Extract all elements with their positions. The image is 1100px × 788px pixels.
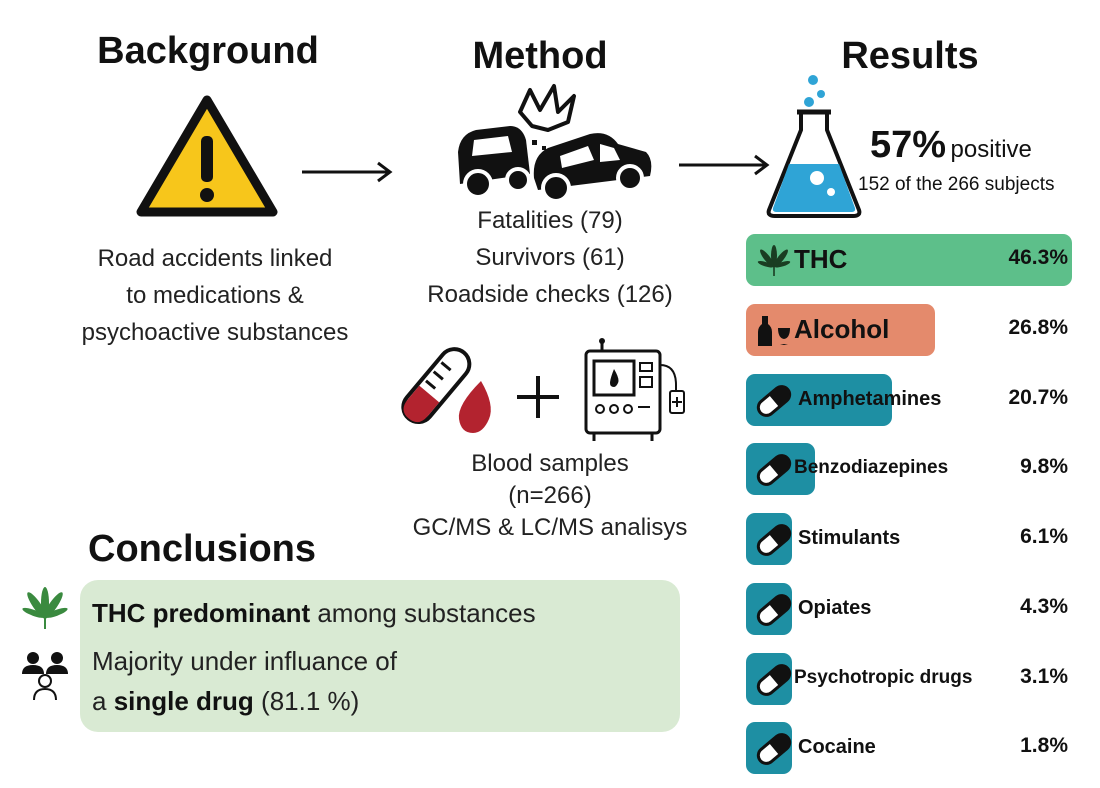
analyzer-machine-icon (584, 338, 685, 441)
substance-value: 9.8% (1020, 455, 1068, 478)
test-tube-icon (401, 347, 491, 433)
pill-icon (756, 594, 792, 626)
substance-label: Cocaine (798, 736, 876, 758)
people-group-icon (22, 652, 68, 701)
substance-value: 26.8% (1008, 316, 1068, 339)
wine-bottle-icon (758, 316, 790, 346)
conclusions-heading: Conclusions (88, 528, 317, 570)
substance-row: Cocaine 1.8% (746, 722, 1076, 774)
conclusion-line-2: Majority under influance of (92, 646, 397, 676)
positive-subtitle: 152 of the 266 subjects (858, 174, 1055, 195)
substance-value: 3.1% (1020, 665, 1068, 688)
cannabis-leaf-icon (22, 587, 68, 629)
pill-icon (756, 664, 792, 696)
cannabis-leaf-icon (757, 245, 791, 276)
plus-icon (517, 376, 559, 418)
method-samples: Blood samples (n=266) GC/MS & LC/MS anal… (412, 450, 688, 541)
background-text: Road accidents linked to medications & p… (81, 245, 349, 346)
method-heading: Method (472, 35, 608, 77)
pill-icon (756, 733, 792, 765)
pill-icon (756, 524, 792, 556)
positive-summary: 57% positive (870, 124, 1032, 167)
pill-icon (756, 454, 792, 486)
flask-icon (766, 75, 862, 218)
substance-label: Stimulants (798, 527, 901, 549)
substance-value: 1.8% (1020, 734, 1068, 757)
substance-label: Amphetamines (798, 388, 942, 410)
substance-row: Psychotropic drugs 3.1% (746, 653, 1076, 705)
substance-value: 20.7% (1008, 386, 1068, 409)
conclusion-line-3: a single drug (81.1 %) (92, 686, 360, 716)
substance-label: THC (794, 244, 848, 274)
substance-label: Alcohol (794, 314, 890, 344)
arrow-right-icon (679, 154, 770, 176)
substance-label: Benzodiazepines (794, 457, 949, 478)
substance-row: Amphetamines 20.7% (746, 374, 1076, 426)
substance-row: THC 46.3% (746, 234, 1076, 286)
warning-icon (136, 95, 278, 217)
conclusion-line-1: THC predominant among substances (92, 598, 536, 628)
background-heading: Background (97, 30, 319, 72)
car-crash-icon (458, 84, 652, 203)
substance-row: Opiates 4.3% (746, 583, 1076, 635)
positive-percent: 57% (870, 124, 947, 166)
results-heading: Results (841, 35, 979, 77)
substance-label: Psychotropic drugs (794, 667, 973, 688)
arrow-right-icon (302, 161, 393, 183)
substance-bar (746, 304, 935, 356)
substance-label: Opiates (798, 597, 872, 619)
substance-value: 46.3% (1008, 246, 1068, 269)
substance-value: 6.1% (1020, 525, 1068, 548)
conclusions-box (80, 580, 680, 732)
substance-row: Stimulants 6.1% (746, 513, 1076, 565)
substance-row: Alcohol 26.8% (746, 304, 1076, 356)
substance-value: 4.3% (1020, 595, 1068, 618)
method-groups: Fatalities (79) Survivors (61) Roadside … (427, 207, 673, 308)
positive-label: positive (950, 136, 1032, 163)
pill-icon (756, 385, 792, 417)
substance-row: Benzodiazepines 9.8% (746, 443, 1076, 495)
substance-bar (746, 234, 1072, 286)
